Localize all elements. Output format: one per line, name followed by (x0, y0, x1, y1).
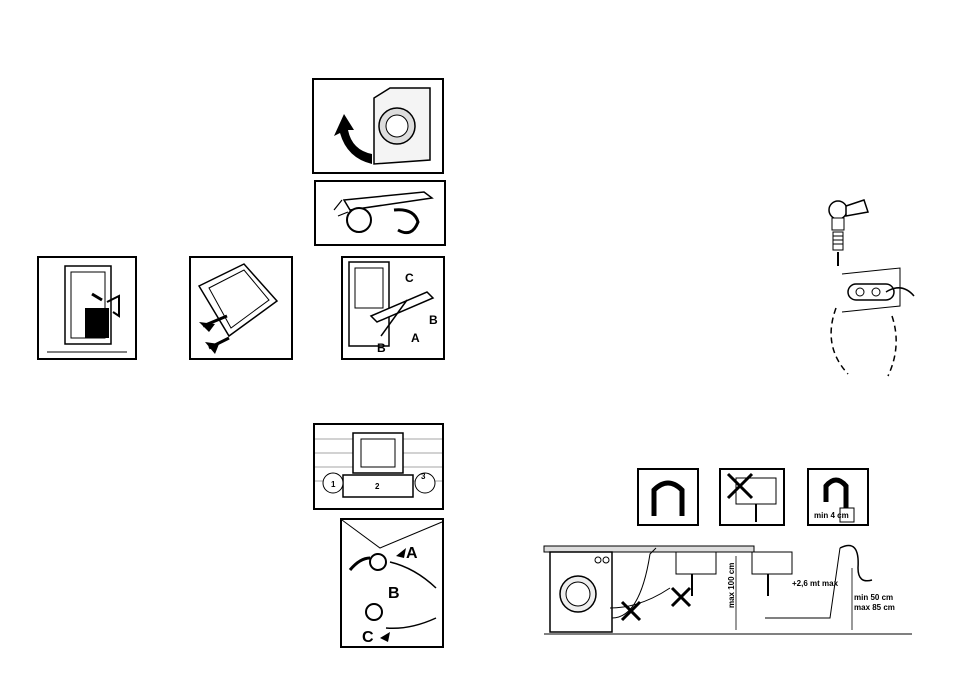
label-b-left: B (377, 341, 386, 355)
max-height-label: max 100 cm (727, 563, 736, 608)
min-height-label: min 50 cm (854, 593, 893, 602)
label-b-right: B (429, 313, 438, 327)
figure-adjust-feet: 1 2 3 (313, 423, 444, 510)
figure-rear-plug (37, 256, 137, 360)
figure-hose-connect: A B C (340, 518, 444, 648)
figure-tilt-machine (312, 78, 444, 174)
figure-remove-bolts: C B A B (341, 256, 445, 360)
figure-drain-installation: min 4 cm max 100 cm +2,6 mt max min 50 c… (540, 468, 916, 638)
figure-tap-inlet (816, 196, 916, 378)
min-gap-label: min 4 cm (814, 511, 849, 520)
label-c: C (362, 629, 374, 646)
label-a: A (411, 331, 420, 345)
label-b: B (388, 585, 400, 602)
max-85-label: max 85 cm (854, 603, 895, 612)
label-2: 2 (375, 482, 380, 491)
label-1: 1 (331, 480, 336, 489)
label-a: A (406, 545, 418, 562)
label-3: 3 (421, 472, 426, 481)
figure-tilted-spanner (189, 256, 293, 360)
figure-pliers (314, 180, 446, 246)
extension-label: +2,6 mt max (792, 579, 839, 588)
label-c: C (405, 271, 414, 285)
